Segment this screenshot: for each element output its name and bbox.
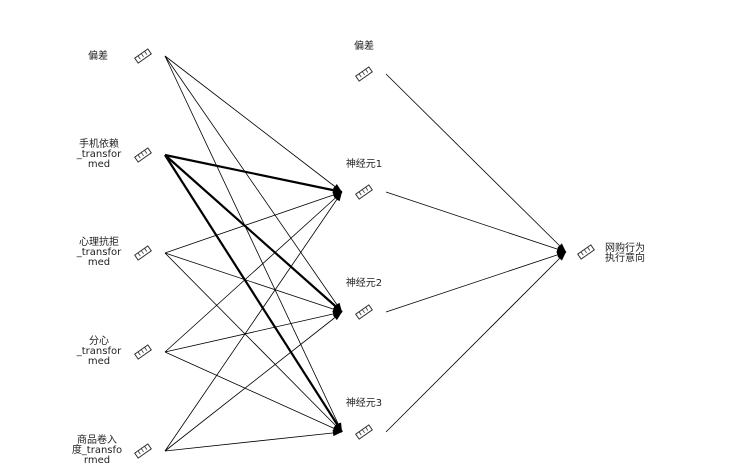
arrowhead (332, 187, 342, 194)
hidden-label-neuron-1: 神经元1 (345, 159, 383, 170)
edge-h2-out (385, 251, 567, 313)
arrowhead (332, 429, 342, 437)
node-ruler-icon[interactable] (355, 424, 373, 440)
node-icons (134, 48, 595, 459)
edge-resist-h3 (164, 252, 343, 433)
node-ruler-icon[interactable] (134, 344, 152, 360)
edge-in-bias-h1 (164, 55, 343, 193)
edge-hbias-out (385, 73, 567, 253)
input-label-psych-resistance: 心理抗拒 _transfor med (76, 237, 122, 268)
hidden-label-neuron-3: 神经元3 (345, 398, 383, 409)
edge-distract-h2 (164, 311, 343, 353)
edge-in-bias-h2 (164, 55, 343, 313)
edge-phone-h1 (164, 153, 343, 194)
node-ruler-icon[interactable] (355, 66, 373, 82)
arrowhead (333, 303, 342, 312)
edge-resist-h2 (164, 252, 343, 313)
connection-lines (164, 55, 567, 452)
arrowhead (557, 243, 566, 252)
edge-phone-h2 (164, 154, 343, 313)
input-label-bias: 偏差 (88, 51, 108, 62)
node-ruler-icon[interactable] (134, 245, 152, 261)
edge-in-bias-h3 (164, 55, 343, 433)
node-ruler-icon[interactable] (355, 304, 373, 320)
edge-h1-out (385, 191, 567, 253)
edge-distract-h3 (164, 351, 343, 433)
edge-phone-h3 (164, 154, 343, 433)
arrowhead (556, 246, 566, 253)
arrowheads (332, 183, 566, 437)
output-label-purchase-intention: 网购行为 执行意向 (605, 243, 645, 264)
edge-involve-h2 (164, 311, 343, 452)
arrowhead (332, 306, 342, 313)
node-ruler-icon[interactable] (134, 443, 152, 459)
arrowhead (334, 192, 342, 202)
edge-involve-h1 (164, 191, 343, 452)
edge-resist-h1 (164, 191, 343, 254)
node-ruler-icon[interactable] (355, 184, 373, 200)
node-ruler-icon[interactable] (134, 147, 152, 163)
arrowhead (332, 312, 342, 321)
node-ruler-icon[interactable] (134, 48, 152, 64)
hidden-label-bias: 偏差 (354, 41, 374, 52)
edge-involve-h3 (164, 431, 343, 452)
edge-h3-out (385, 251, 567, 433)
edge-distract-h1 (164, 191, 343, 353)
arrowhead (557, 252, 566, 261)
input-label-phone-dependence: 手机依赖 _transfor med (76, 139, 122, 170)
arrowhead (333, 423, 342, 432)
input-label-distraction: 分心 _transfor med (76, 336, 122, 367)
hidden-label-neuron-2: 神经元2 (345, 278, 383, 289)
arrowhead (332, 183, 342, 192)
input-label-product-involvement: 商品卷入 度_transfo rmed (71, 435, 123, 466)
node-ruler-icon[interactable] (577, 244, 595, 260)
